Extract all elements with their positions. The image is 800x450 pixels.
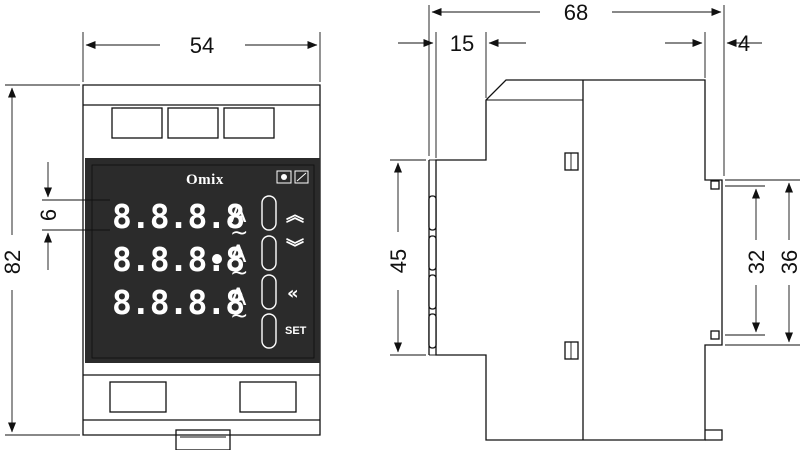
button-down[interactable]: [261, 235, 277, 271]
dim-rail-outer: 36: [777, 250, 800, 274]
dim-side-front-height: 45: [386, 249, 411, 273]
side-button-2: [428, 235, 437, 271]
button-up[interactable]: [261, 195, 277, 231]
side-latch-bottom: [564, 341, 579, 360]
side-button-3: [428, 274, 437, 310]
wave-row-3: ~: [230, 304, 248, 329]
din-clip: [175, 429, 231, 450]
double-chevron-up-icon: ︽: [286, 205, 304, 226]
unit-row-1: A: [230, 200, 247, 228]
dim-front-height: 82: [0, 250, 25, 274]
top-terminal-1: [111, 107, 163, 139]
set-label: SET: [285, 325, 307, 337]
approval-icon: [294, 170, 309, 184]
front-housing: [82, 84, 321, 436]
digit-row-3: 8.8.8.8: [112, 283, 244, 322]
indicator-dot: [212, 254, 222, 264]
top-terminal-2: [167, 107, 219, 139]
side-latch-top: [564, 152, 579, 171]
bottom-terminal-2: [239, 381, 297, 413]
top-terminal-3: [223, 107, 275, 139]
digit-row-2: 8.8.8.8: [112, 240, 244, 279]
cert-icon: [276, 170, 292, 184]
button-left[interactable]: [261, 274, 277, 310]
dim-side-front-depth: 15: [450, 31, 474, 56]
dim-side-depth: 68: [564, 0, 588, 25]
unit-row-3: A: [230, 283, 247, 311]
front-view: Omix 8.8.8.8 8.8.8.8 8.8.8.8 A ~ A ~ A ~…: [0, 32, 321, 450]
dim-digit-height: 6: [36, 209, 61, 221]
button-set[interactable]: [261, 313, 277, 349]
bottom-terminal-1: [109, 381, 167, 413]
dim-front-width: 54: [190, 33, 214, 58]
dim-rail-inner: 32: [744, 250, 769, 274]
side-view: 68 15 4 45 32 36: [386, 0, 800, 441]
wave-row-2: ~: [230, 261, 248, 286]
side-button-1: [428, 195, 437, 231]
unit-row-2: A: [230, 240, 247, 268]
side-button-4: [428, 313, 437, 349]
brand-label: Omix: [186, 172, 224, 188]
wave-row-1: ~: [230, 221, 248, 246]
side-housing: [435, 79, 723, 441]
double-chevron-down-icon: ︾: [286, 237, 304, 259]
display-panel: [85, 158, 320, 363]
double-chevron-left-icon: «: [287, 283, 299, 304]
digit-row-1: 8.8.8.8: [112, 197, 244, 236]
dim-side-rear-offset: 4: [738, 31, 750, 56]
